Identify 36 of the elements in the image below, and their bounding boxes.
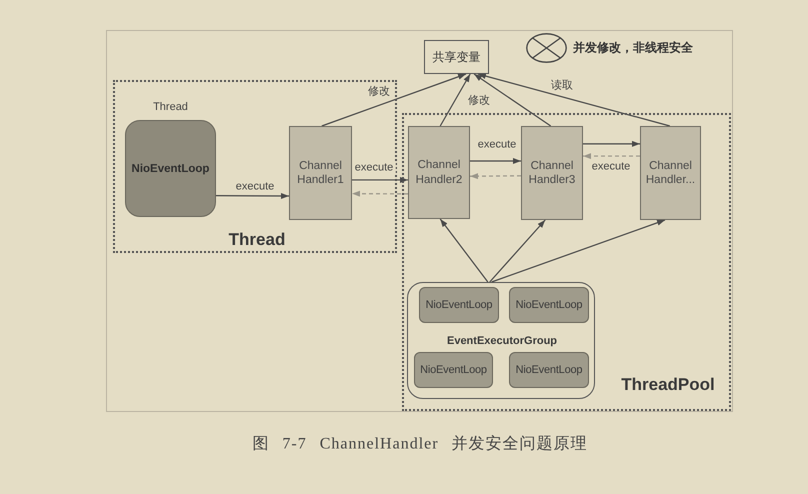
arrow <box>440 218 488 282</box>
arrow <box>489 220 546 282</box>
rounded-box: NioEventLoop <box>419 287 499 323</box>
dashed-arrow <box>352 190 408 197</box>
dashed-arrow <box>470 173 521 180</box>
dotted-boundary <box>113 80 397 253</box>
dotted-boundary <box>402 113 731 411</box>
group-label: EventExecutorGroup <box>446 335 558 347</box>
arrow <box>440 74 471 126</box>
arrow <box>216 193 289 199</box>
group-label: Thread <box>228 230 286 250</box>
arrow <box>470 158 521 164</box>
arrow <box>478 73 670 127</box>
edge-label: 读取 <box>549 79 575 93</box>
box-heading: Thread <box>153 100 188 114</box>
handler-box: Channel Handler2 <box>408 126 470 219</box>
rounded-box: NioEventLoop <box>509 287 589 323</box>
handler-box: Channel Handler1 <box>289 126 352 220</box>
legend-text: 并发修改，非线程安全 <box>573 40 693 56</box>
handler-box: Channel Handler3 <box>521 126 583 220</box>
arrow <box>491 219 666 283</box>
rounded-box: NioEventLoop <box>509 352 589 388</box>
variable-box: 共享变量 <box>424 40 489 74</box>
rounded-box: NioEventLoop <box>125 120 216 217</box>
handler-box: Channel Handler... <box>640 126 701 220</box>
rounded-container <box>407 282 595 399</box>
rounded-box: NioEventLoop <box>414 352 493 388</box>
arrow <box>322 73 466 127</box>
arrow <box>352 176 408 183</box>
edge-label: execute <box>352 161 396 175</box>
edge-label: 修改 <box>466 94 492 108</box>
arrow <box>583 140 640 147</box>
dashed-arrow <box>583 153 640 160</box>
group-label: ThreadPool <box>621 375 715 395</box>
caption: 图 7-7 ChannelHandler 并发安全问题原理 <box>252 434 588 454</box>
edge-label: 修改 <box>366 85 392 99</box>
